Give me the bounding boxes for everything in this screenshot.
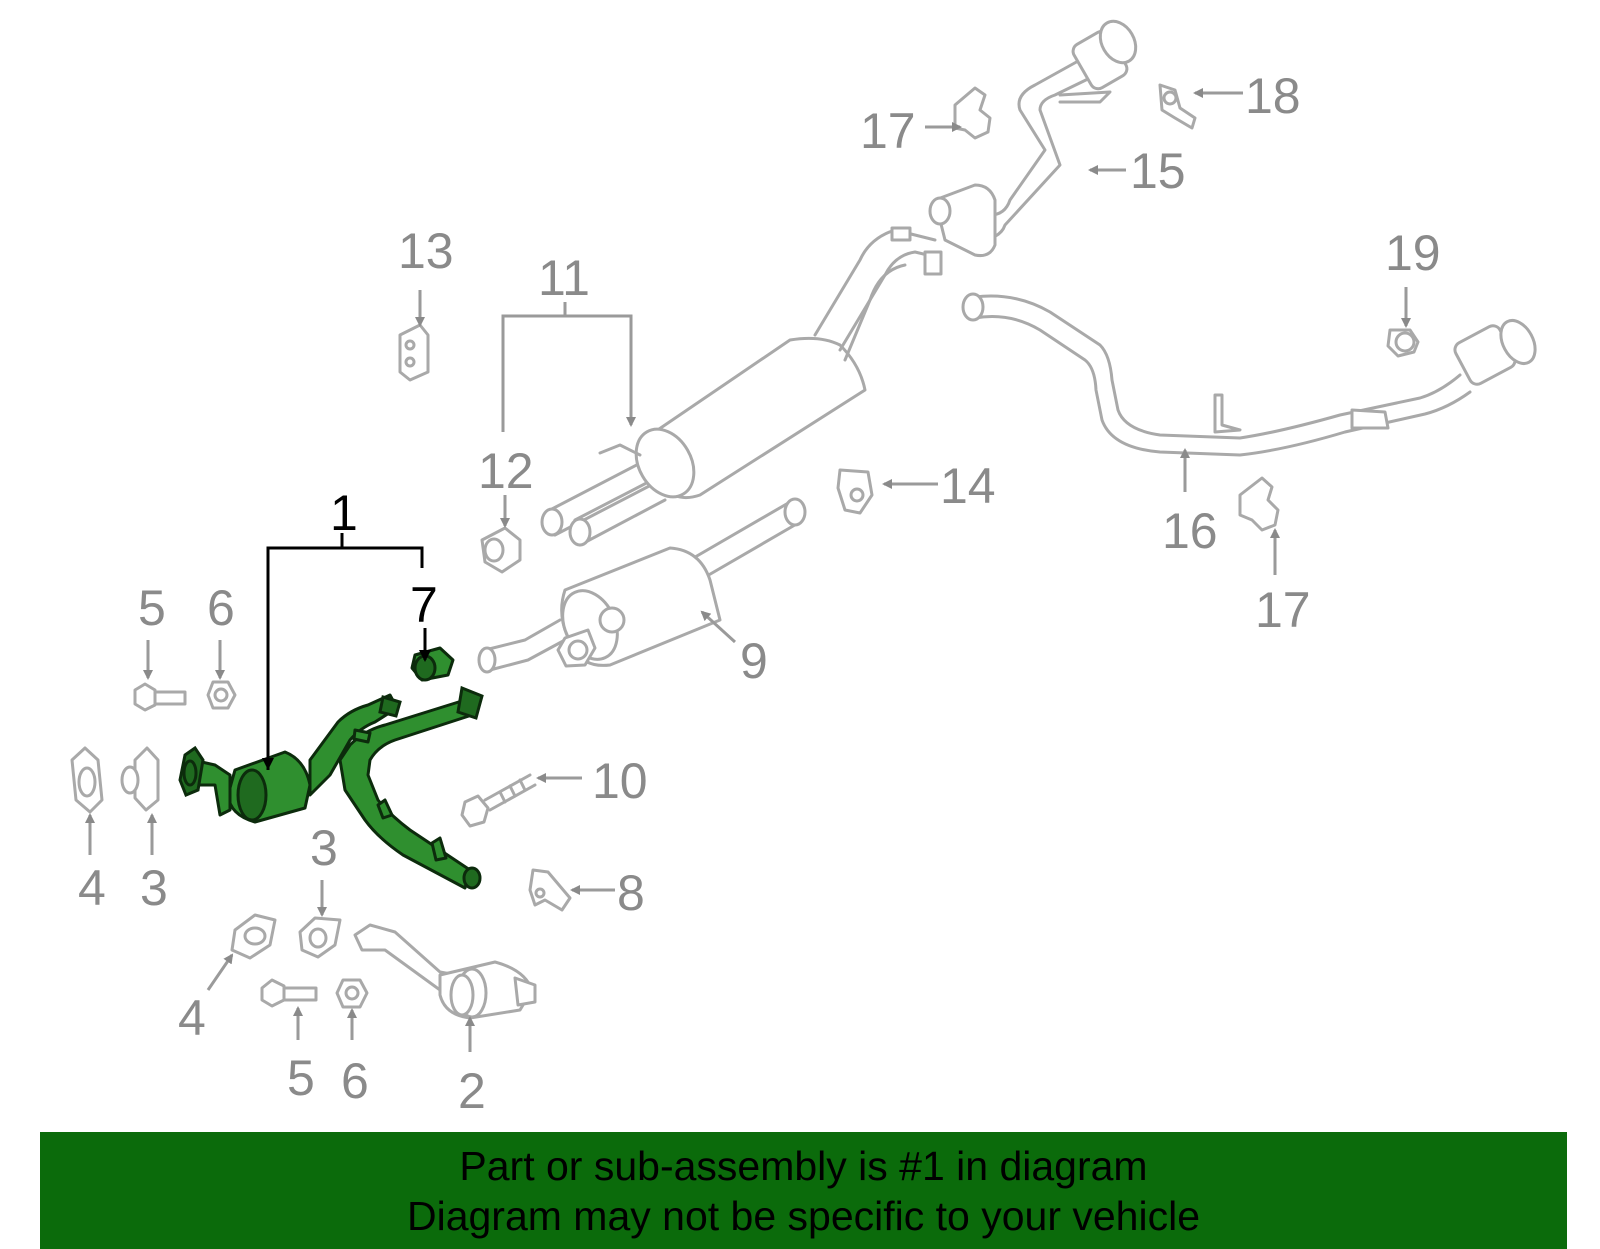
callout-3-left: 3 <box>140 860 168 916</box>
callout-17-lower: 17 <box>1255 582 1311 638</box>
callout-19: 19 <box>1385 225 1441 281</box>
leader-lines <box>85 88 1411 1052</box>
flange-3-lower-part <box>298 916 342 959</box>
leader-lines-highlight <box>262 533 431 770</box>
callout-7: 7 <box>410 577 438 633</box>
callout-3-lower: 3 <box>310 820 338 876</box>
callout-4-left: 4 <box>78 860 106 916</box>
bolt-5-lower-part <box>260 978 318 1008</box>
bolt-5-upper-part <box>133 682 187 712</box>
insulator-18-part <box>1158 83 1197 130</box>
gasket-4-left-part <box>70 746 104 814</box>
callout-17-upper: 17 <box>860 103 916 159</box>
callout-5-upper: 5 <box>138 580 166 636</box>
bracket-14-part <box>836 468 874 515</box>
front-pipe-assembly-part-1[interactable] <box>178 646 484 890</box>
callout-12: 12 <box>478 443 534 499</box>
nut-6-upper-part <box>206 680 237 710</box>
tailpipe-upper-part <box>928 19 1138 257</box>
resonator-part <box>477 497 807 674</box>
callout-2: 2 <box>458 1063 486 1119</box>
gasket-4-lower-part <box>230 913 277 960</box>
callout-18: 18 <box>1245 68 1301 124</box>
insulator-19-part <box>1386 328 1420 358</box>
hanger-17-upper-part <box>953 86 992 140</box>
catalytic-converter-2-part <box>353 923 537 1020</box>
info-banner: Part or sub-assembly is #1 in diagram Di… <box>40 1132 1567 1249</box>
flange-3-left-part <box>120 746 160 812</box>
muffler-upper-part <box>540 226 943 547</box>
callout-8: 8 <box>617 865 645 921</box>
hanger-17-lower-part <box>1238 476 1280 532</box>
bolt-10-part <box>460 773 537 828</box>
callout-labels: 1 7 5 6 4 3 3 4 5 6 2 8 9 10 11 12 13 14… <box>78 68 1441 1119</box>
callout-16: 16 <box>1162 503 1218 559</box>
callout-1: 1 <box>330 485 358 541</box>
bracket-8-part <box>528 868 572 912</box>
callout-6-lower: 6 <box>341 1053 369 1109</box>
callout-10: 10 <box>592 753 648 809</box>
banner-line-1: Part or sub-assembly is #1 in diagram <box>459 1142 1148 1189</box>
callout-15: 15 <box>1130 143 1186 199</box>
callout-13: 13 <box>398 223 454 279</box>
callout-9: 9 <box>740 633 768 689</box>
callout-6-upper: 6 <box>207 580 235 636</box>
callout-5-lower: 5 <box>287 1050 315 1106</box>
nut-6-lower-part <box>335 978 369 1009</box>
callout-11: 11 <box>538 250 590 306</box>
clamp-12-part <box>480 526 522 574</box>
callout-14: 14 <box>940 458 996 514</box>
banner-line-2: Diagram may not be specific to your vehi… <box>406 1192 1200 1239</box>
hanger-13-part <box>398 323 430 382</box>
tailpipe-lower-part <box>961 292 1537 457</box>
callout-4-lower: 4 <box>178 990 206 1046</box>
